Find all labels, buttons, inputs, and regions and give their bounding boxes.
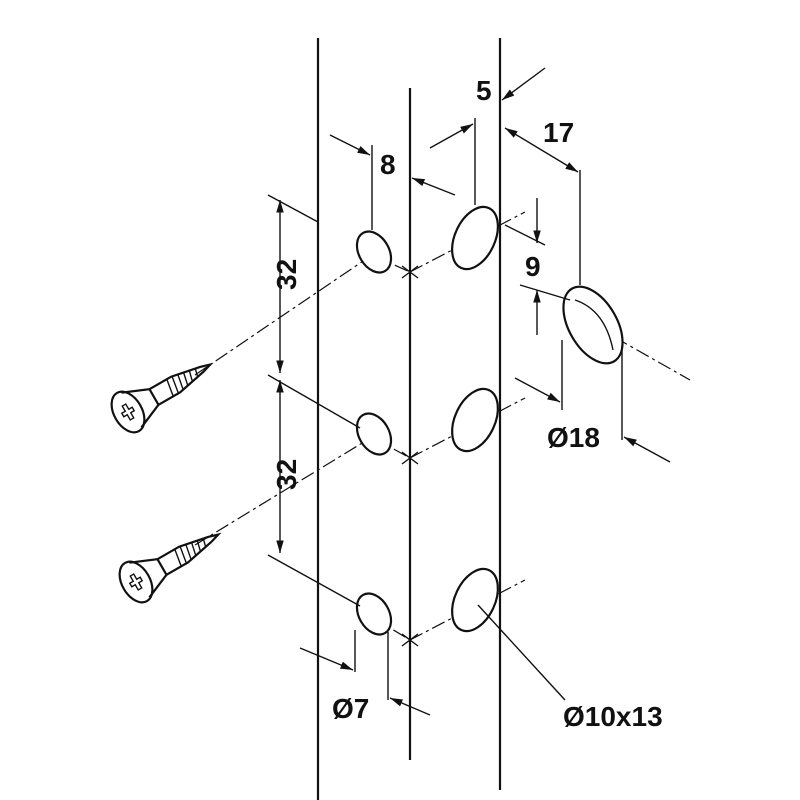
- panel-lines: [316, 38, 502, 800]
- hole-large-2: [451, 387, 499, 453]
- screw-2: [118, 532, 222, 604]
- center-axes: [194, 211, 691, 647]
- dimension-lines: [267, 67, 671, 716]
- dia-10x13-label: Ø10x13: [563, 701, 663, 732]
- dia-7-label: Ø7: [332, 693, 369, 724]
- dim-32-top-label: 32: [271, 259, 302, 290]
- dim-17-label: 17: [543, 117, 574, 148]
- dim-5-label: 5: [476, 75, 492, 106]
- dia-18-label: Ø18: [547, 422, 600, 453]
- hole-small-3: [355, 592, 393, 636]
- dim-32-bottom-label: 32: [271, 459, 302, 490]
- screw-1: [110, 362, 214, 434]
- hole-small-1: [355, 230, 393, 274]
- hole-small-2: [355, 412, 393, 456]
- dim-8-label: 8: [380, 149, 396, 180]
- hole-large-3: [451, 567, 499, 633]
- dim-9-label: 9: [525, 251, 541, 282]
- holes: [355, 205, 624, 636]
- hole-large-1: [451, 205, 499, 271]
- hole-cup-18: [562, 285, 624, 365]
